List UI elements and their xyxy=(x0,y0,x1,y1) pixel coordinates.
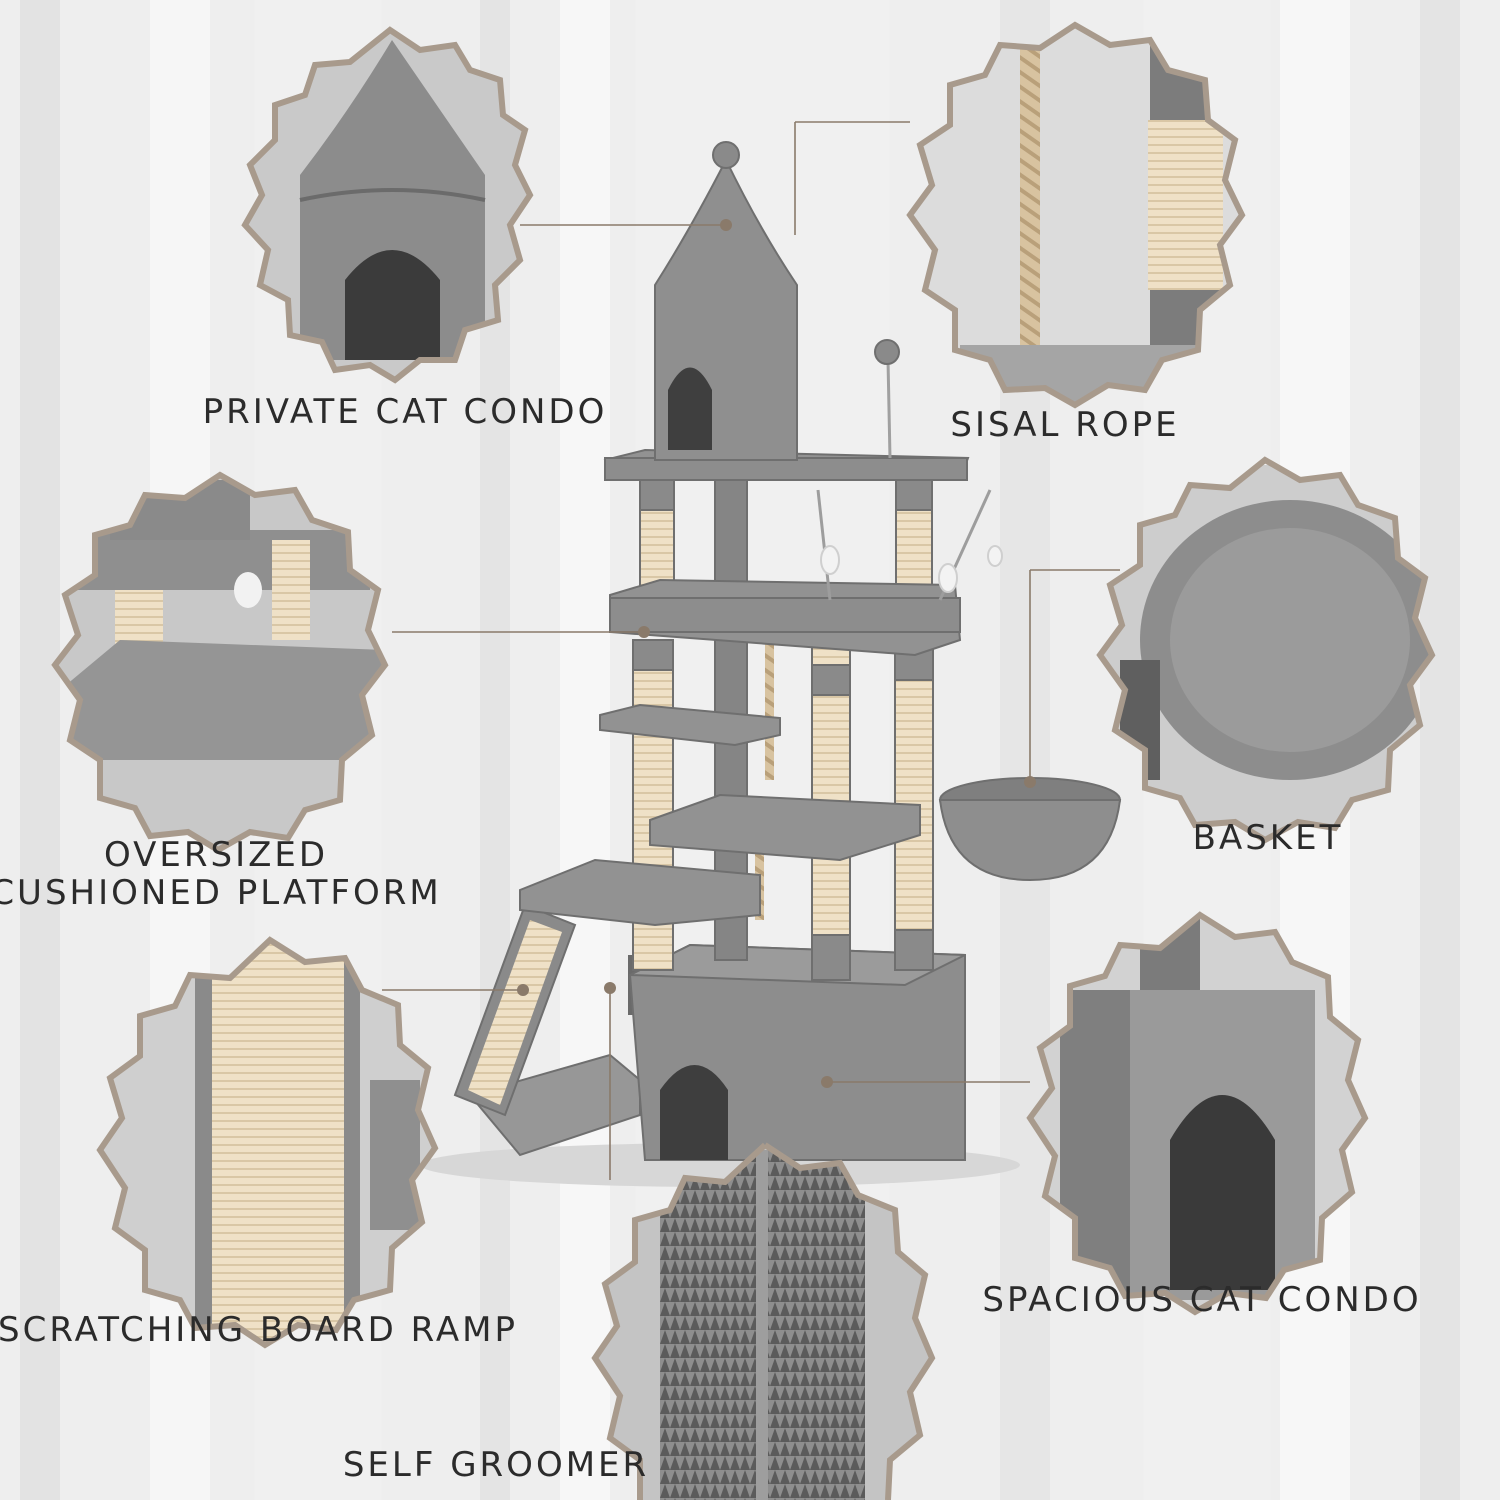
label-spacious-cat-condo: SPACIOUS CAT CONDO xyxy=(982,1280,1422,1320)
callout-sisal-rope xyxy=(906,21,1246,409)
label-scratching-board-ramp: SCRATCHING BOARD RAMP xyxy=(0,1310,518,1350)
label-self-groomer: SELF GROOMER xyxy=(342,1445,650,1485)
label-private-cat-condo: PRIVATE CAT CONDO xyxy=(202,392,608,432)
callout-private-cat-condo xyxy=(230,20,540,390)
label-sisal-rope: SISAL ROPE xyxy=(950,405,1180,445)
callout-oversized-platform xyxy=(51,471,389,854)
cat-tree-main xyxy=(420,141,1122,1187)
label-basket: BASKET xyxy=(1192,818,1344,858)
leader-lines xyxy=(382,121,1120,1180)
callout-spacious-cat-condo xyxy=(1026,911,1369,1316)
label-oversized-line1: OVERSIZED xyxy=(103,835,329,875)
label-oversized-line2: CUSHIONED PLATFORM xyxy=(0,873,442,913)
callout-basket xyxy=(1096,456,1436,844)
